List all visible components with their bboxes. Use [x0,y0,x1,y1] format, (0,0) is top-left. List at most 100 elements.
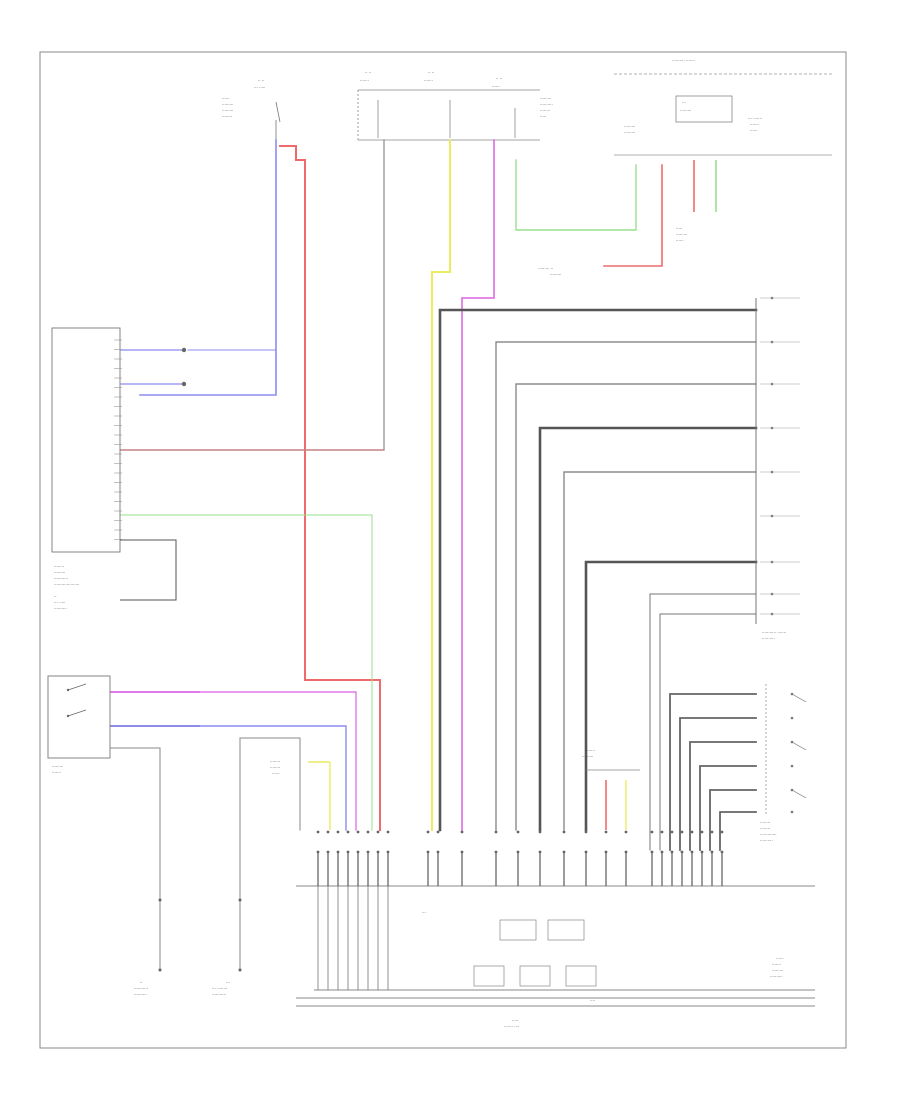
connector-dot-icon [181,381,187,387]
svg-text:···: ··· [682,100,686,105]
wire-lower-6 [719,811,757,851]
svg-text:········· ··: ········· ·· [538,266,553,271]
svg-text:··: ·· [140,980,143,985]
ecm-pin [366,830,370,834]
wire-black-3 [515,383,757,831]
svg-text:··········: ·········· [54,606,67,611]
wire-black-5 [563,471,757,831]
ecm-pin [690,830,694,834]
tcm-module: ········ ········· ··········· ·········… [51,327,121,611]
svg-text:··········: ·········· [762,636,775,641]
svg-text:········: ········ [540,108,550,113]
ecm-pin [326,830,330,834]
ecm-module: ····· ······· ···· ··· ···· ······ ·····… [296,885,815,1029]
ecm-pin [538,830,542,834]
ecm-pin [710,830,714,834]
svg-text:········: ········ [54,564,64,569]
svg-text:···: ··· [226,980,230,985]
svg-text:·· ··: ·· ·· [258,78,264,83]
svg-text:·····: ····· [512,1018,518,1023]
svg-text:······: ······ [272,771,280,776]
ecm-pin [436,830,440,834]
wire-lower-3 [689,741,757,851]
svg-text:······: ······ [676,238,684,243]
svg-text:·········: ········· [582,754,593,759]
ecm-pin [604,830,608,834]
wire-black-4 [538,426,758,832]
svg-text:······: ······ [222,96,230,101]
ecm-pin [346,830,350,834]
ecm-pin [516,830,520,834]
svg-text:···········: ··········· [134,986,148,991]
wire-blue-switch [109,725,347,831]
switch-contact-icon [790,716,794,720]
ecm-pin [316,830,320,834]
svg-text:·········: ········· [624,124,635,129]
svg-text:·······: ······· [360,78,369,83]
svg-text:·····: ····· [540,114,546,119]
svg-text:·······: ······· [424,78,433,83]
svg-text:··· ········: ··· ········ [212,986,227,991]
switch-contact-icon [790,764,794,768]
ecm-pin [386,830,390,834]
wire-grey-lamp [239,737,301,971]
ecm-pin [584,830,588,834]
svg-text:··· ·····: ··· ····· [254,85,265,90]
fuse-block-left: ·· ·· ··· ····· ······ ········· ·······… [222,78,281,140]
ecm-pin [494,830,498,834]
ecm-pin [624,830,628,834]
switch-contact-icon [790,810,794,814]
junction-box-top: ·· ·· ······· ·· ·· ······· ·· ·· ······… [357,70,553,141]
range-switch-module: ········· ······· [47,675,111,775]
svg-text:········: ········ [760,826,770,831]
svg-text:········: ········ [222,114,232,119]
diagram-border [39,51,847,1049]
svg-text:·······: ······· [750,122,759,127]
svg-text:···········: ··········· [212,992,226,997]
svg-text:·······: ······· [586,748,595,753]
svg-text:·········: ········· [624,130,635,135]
ecm-pin [660,830,664,834]
wire-green-top [515,159,637,231]
wire-black-7 [649,593,757,851]
svg-text:·········: ········· [222,108,233,113]
wire-blue-tcm [139,139,277,396]
svg-text:·········: ········· [222,102,233,107]
svg-text:······: ······ [492,84,500,89]
svg-text:········: ········ [270,765,280,770]
wire-black-6 [584,560,758,832]
ecm-pin [720,830,724,834]
svg-text:·········: ········· [550,272,561,277]
svg-text:·········: ········· [772,968,783,973]
ecm-pin [426,830,430,834]
brake-switch-label: ·········· [134,992,147,997]
wire-lower-5 [709,789,757,851]
wire-black-8 [659,613,757,851]
brake-switch-symbol: ·· ··········· ·········· [134,898,162,997]
svg-text:·········: ········· [52,764,63,769]
svg-text:·······: ······· [52,770,61,775]
svg-text:········: ········ [270,759,280,764]
svg-text:··· ·····: ··· ····· [54,600,65,605]
svg-text:··········: ·········· [540,102,553,107]
ecm-pins [316,830,724,990]
lamp-sensor-symbol: ··· ··· ········ ··········· [212,898,242,997]
wire-black-1 [438,308,758,832]
ecm-pin [460,830,464,834]
connector-dot-icon [181,347,187,353]
ecm-pin [336,830,340,834]
svg-text:·········: ········· [676,232,687,237]
svg-text:··········· ·······: ··········· ······· [762,630,786,635]
svg-text:·········: ········· [540,96,551,101]
svg-text:····················: ···················· [54,582,79,587]
svg-text:·········: ········· [54,570,65,575]
wire-green-tcm [119,514,373,831]
right-connector-upper [760,296,800,616]
ecm-pin [670,830,674,834]
ecm-pin [680,830,684,834]
svg-text:······: ······ [750,128,758,133]
svg-text:·········· ·······: ·········· ······· [672,58,695,63]
svg-text:·············: ············· [760,832,777,837]
ecm-pin [562,830,566,834]
